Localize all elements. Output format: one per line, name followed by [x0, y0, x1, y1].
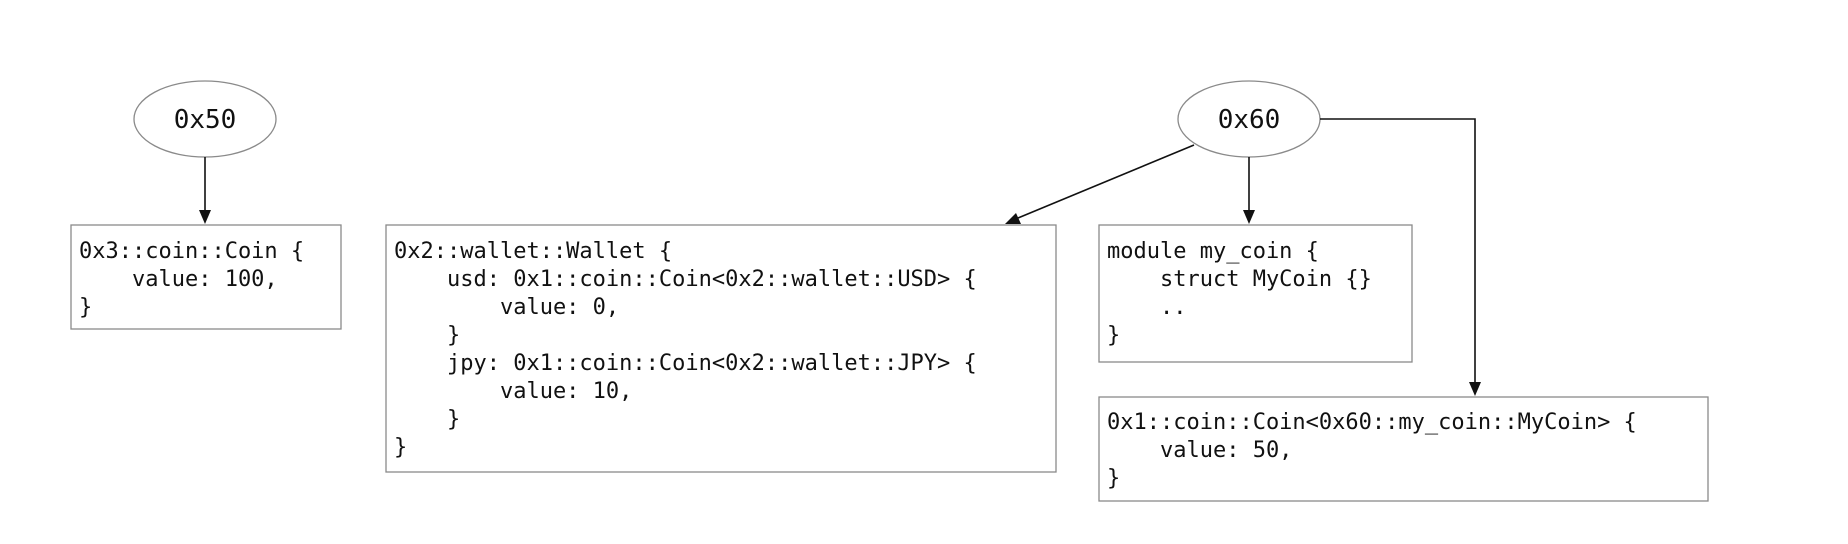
code-line: } — [394, 323, 460, 348]
code-line: value: 10, — [394, 379, 632, 404]
edge-0x60-to-module-arrowhead — [1243, 210, 1255, 224]
edge-0x60-to-mycoin — [1320, 118, 1476, 382]
object-box-coin-0x3: 0x3::coin::Coin { value: 100, } — [70, 224, 397, 330]
module-box-my-coin-frame — [1098, 224, 1413, 363]
code-line: value: 100, — [79, 267, 278, 292]
edge-0x60-to-mycoin-arrowhead — [1469, 382, 1481, 396]
code-line: usd: 0x1::coin::Coin<0x2::wallet::USD> { — [394, 267, 977, 292]
edges — [199, 118, 1481, 396]
address-node-0x50-label: 0x50 — [174, 105, 237, 135]
object-box-wallet-frame — [385, 224, 1057, 473]
code-line: module my_coin { — [1107, 239, 1319, 264]
edge-0x50-to-coin-arrowhead — [199, 210, 211, 224]
code-line: } — [79, 295, 92, 320]
module-box-my-coin: module my_coin { struct MyCoin {} .. } — [1098, 224, 1465, 363]
code-line: } — [1107, 323, 1120, 348]
object-box-mycoin-coin-code: 0x1::coin::Coin<0x60::my_coin::MyCoin> {… — [1107, 410, 1730, 491]
module-box-my-coin-code: module my_coin { struct MyCoin {} .. } — [1107, 239, 1465, 348]
address-node-0x50: 0x50 — [133, 80, 277, 158]
code-line: jpy: 0x1::coin::Coin<0x2::wallet::JPY> { — [394, 351, 977, 376]
object-box-coin-0x3-frame — [70, 224, 342, 330]
code-line: 0x1::coin::Coin<0x60::my_coin::MyCoin> { — [1107, 410, 1637, 435]
code-line: 0x2::wallet::Wallet { — [394, 239, 672, 264]
address-node-0x60: 0x60 — [1177, 80, 1321, 158]
object-box-coin-0x3-code: 0x3::coin::Coin { value: 100, } — [79, 239, 397, 320]
code-line: } — [394, 407, 460, 432]
code-line: value: 0, — [394, 295, 619, 320]
object-box-mycoin-coin: 0x1::coin::Coin<0x60::my_coin::MyCoin> {… — [1098, 396, 1730, 502]
code-line: } — [1107, 466, 1120, 491]
code-line: .. — [1107, 295, 1186, 320]
object-box-wallet: 0x2::wallet::Wallet { usd: 0x1::coin::Co… — [385, 224, 1070, 473]
code-line: struct MyCoin {} — [1107, 267, 1372, 292]
object-box-wallet-code: 0x2::wallet::Wallet { usd: 0x1::coin::Co… — [394, 239, 1070, 460]
code-line: 0x3::coin::Coin { — [79, 239, 304, 264]
edge-0x60-to-wallet-arrowhead — [1005, 213, 1021, 224]
code-line: value: 50, — [1107, 438, 1292, 463]
code-line: } — [394, 435, 407, 460]
address-node-0x60-label: 0x60 — [1218, 105, 1281, 135]
object-box-mycoin-coin-frame — [1098, 396, 1709, 502]
edge-0x60-to-wallet — [1017, 144, 1195, 219]
